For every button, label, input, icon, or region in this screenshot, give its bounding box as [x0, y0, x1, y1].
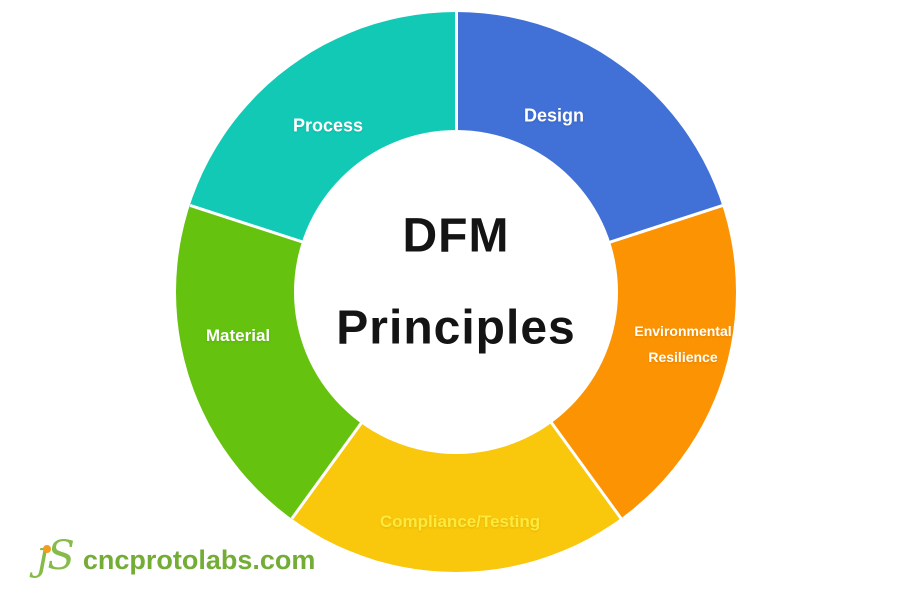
donut-center: DFM Principles [294, 130, 618, 454]
logo-monogram: ȷS [36, 533, 75, 579]
site-logo[interactable]: ȷS cncprotolabs.com [36, 532, 315, 580]
segment-label-design: Design [523, 105, 585, 126]
chart-title-line2: Principles [336, 301, 576, 355]
segment-label-compliance-testing: Compliance/Testing [379, 512, 541, 531]
segment-label-environmental-line2: Resilience [648, 349, 718, 365]
logo-j-dot-icon [43, 545, 51, 553]
segment-label-material: Material [205, 326, 271, 345]
segment-label-environmental-resilience: Environmental Resilience [634, 318, 731, 370]
segment-label-environmental-line1: Environmental [634, 323, 732, 339]
chart-title-line1: DFM [402, 209, 510, 263]
logo-domain-text: cncprotolabs.com [82, 545, 316, 575]
segment-label-process: Process [292, 115, 364, 136]
